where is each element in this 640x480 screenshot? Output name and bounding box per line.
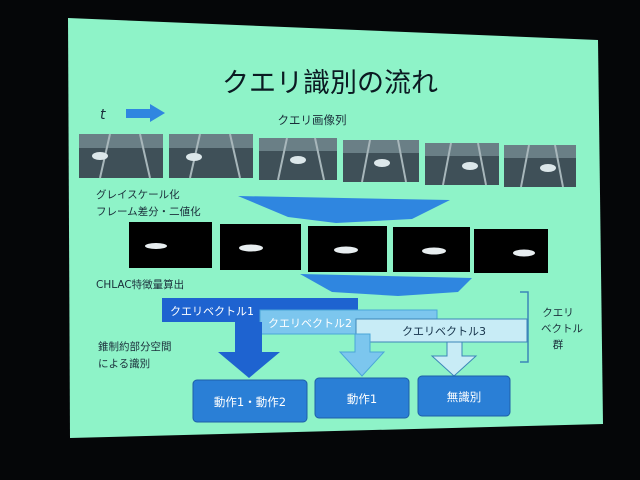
query-frame <box>343 139 419 183</box>
vector-group-label-1: クエリ <box>542 307 574 319</box>
binary-frame <box>393 227 470 272</box>
result-label-action1: 動作1 <box>347 392 377 406</box>
query-vector-3-box: クエリベクトル3 <box>355 318 528 343</box>
down-arrow-3 <box>430 341 478 377</box>
vector-group-bracket <box>520 291 529 363</box>
result-box-no-identification: 無識別 <box>417 375 511 417</box>
query-frame <box>79 133 163 179</box>
method-label-1: 錐制約部分空間 <box>98 340 172 353</box>
query-vector-2-box: クエリベクトル2 <box>259 309 438 335</box>
time-label: t <box>100 107 106 123</box>
query-vector-3-label: クエリベクトル3 <box>402 325 486 338</box>
vector-group-label-3: 群 <box>553 338 564 351</box>
query-vector-1-label: クエリベクトル1 <box>170 305 254 318</box>
vector-group-label-2: ベクトル <box>541 323 583 335</box>
query-frame <box>425 142 499 186</box>
query-frame <box>259 137 337 181</box>
query-frame <box>504 144 576 188</box>
step1-label-grayscale: グレイスケール化 <box>96 188 180 201</box>
time-arrow-icon <box>126 104 165 122</box>
method-label-2: による識別 <box>98 357 150 370</box>
slide-title: クエリ識別の流れ <box>222 68 438 99</box>
query-vector-2-label: クエリベクトル2 <box>268 317 352 330</box>
step1-label-difference: フレーム差分・二値化 <box>96 205 201 218</box>
query-frames-row <box>79 133 576 188</box>
binary-frame <box>220 224 301 270</box>
query-frame <box>169 133 253 179</box>
process-arrow-1 <box>238 196 450 223</box>
binary-frame <box>129 222 212 268</box>
result-label-no-identification: 無識別 <box>447 390 482 404</box>
down-arrow-1 <box>218 322 280 378</box>
binary-frames-row <box>129 222 548 273</box>
step2-label: CHLAC特徴量算出 <box>96 278 184 291</box>
binary-frame <box>308 226 387 272</box>
result-label-action1-action2: 動作1・動作2 <box>214 395 286 409</box>
down-arrow-2 <box>338 333 386 377</box>
binary-frame <box>474 229 548 273</box>
result-box-action1: 動作1 <box>314 377 410 419</box>
process-arrow-2 <box>300 274 472 296</box>
query-sequence-label: クエリ画像列 <box>278 113 347 127</box>
result-box-action1-action2: 動作1・動作2 <box>192 379 308 423</box>
